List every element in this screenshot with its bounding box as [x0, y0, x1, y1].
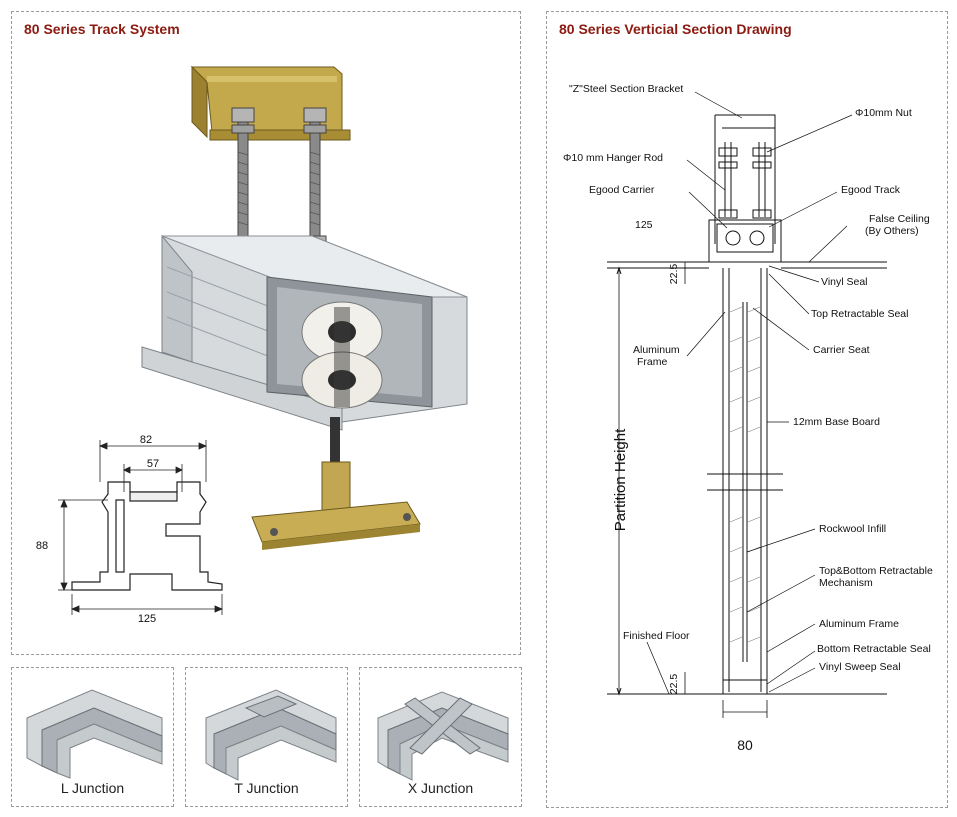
- label-bottom-seal: Bottom Retractable Seal: [817, 643, 931, 655]
- x-junction-icon: [377, 691, 509, 781]
- section-drawing-title: 80 Series Verticial Section Drawing: [559, 21, 792, 37]
- label-vinyl-seal: Vinyl Seal: [821, 276, 868, 288]
- dim-82-label: 82: [140, 434, 152, 446]
- label-rockwool: Rockwool Infill: [819, 523, 886, 535]
- label-hanger-rod: Φ10 mm Hanger Rod: [563, 152, 663, 164]
- label-dim-125: 125: [635, 219, 653, 231]
- label-partition-height: Partition Height: [612, 428, 629, 531]
- label-carrier: Egood Carrier: [589, 184, 655, 196]
- label-z-bracket: "Z"Steel Section Bracket: [569, 83, 683, 95]
- label-false-ceiling: False Ceiling: [869, 213, 930, 225]
- label-dim-22-bottom: 22.5: [668, 674, 680, 695]
- t-junction-panel: T Junction: [185, 667, 348, 807]
- label-aluminum-frame-top-1: Aluminum: [633, 344, 680, 356]
- label-dim-22-top: 22.5: [668, 264, 680, 285]
- x-junction-panel: X Junction: [359, 667, 522, 807]
- t-junction-label: T Junction: [234, 780, 299, 796]
- label-mechanism-2: Mechanism: [819, 577, 873, 589]
- dim-57-label: 57: [147, 458, 159, 470]
- label-base-board: 12mm Base Board: [793, 416, 880, 428]
- label-aluminum-frame-top-2: Frame: [637, 356, 667, 368]
- track-system-title: 80 Series Track System: [24, 21, 180, 37]
- l-junction-panel: L Junction: [11, 667, 174, 807]
- profile-dimension-lines: [58, 440, 224, 615]
- track-profile-drawing: [71, 481, 223, 591]
- vertical-section-drawing: "Z"Steel Section Bracket Φ10mm Nut Φ10 m…: [563, 83, 933, 753]
- label-dim-80: 80: [737, 737, 753, 753]
- label-sweep-seal: Vinyl Sweep Seal: [819, 661, 901, 673]
- track-system-panel: 80 Series Track System: [11, 11, 521, 655]
- t-junction-icon: [205, 689, 337, 781]
- carrier-seat-image: [251, 417, 421, 550]
- dim-88-label: 88: [36, 540, 48, 552]
- l-junction-icon: [26, 689, 163, 779]
- label-carrier-seat: Carrier Seat: [813, 344, 870, 356]
- label-nut: Φ10mm Nut: [855, 107, 912, 119]
- track-assembly-illustration: 82 57 88 125: [36, 65, 468, 625]
- label-mechanism-1: Top&Bottom Retractable: [819, 565, 933, 577]
- label-finished-floor: Finished Floor: [623, 630, 690, 642]
- carrier-wheels-image: [301, 301, 383, 409]
- l-junction-label: L Junction: [60, 780, 125, 796]
- dim-125-label: 125: [138, 613, 156, 625]
- section-drawing-panel: 80 Series Verticial Section Drawing: [546, 11, 948, 808]
- label-top-retractable-seal: Top Retractable Seal: [811, 308, 908, 320]
- label-by-others: (By Others): [865, 225, 919, 237]
- label-aluminum-frame-bottom: Aluminum Frame: [819, 618, 899, 630]
- x-junction-label: X Junction: [407, 780, 474, 796]
- label-track: Egood Track: [841, 184, 901, 196]
